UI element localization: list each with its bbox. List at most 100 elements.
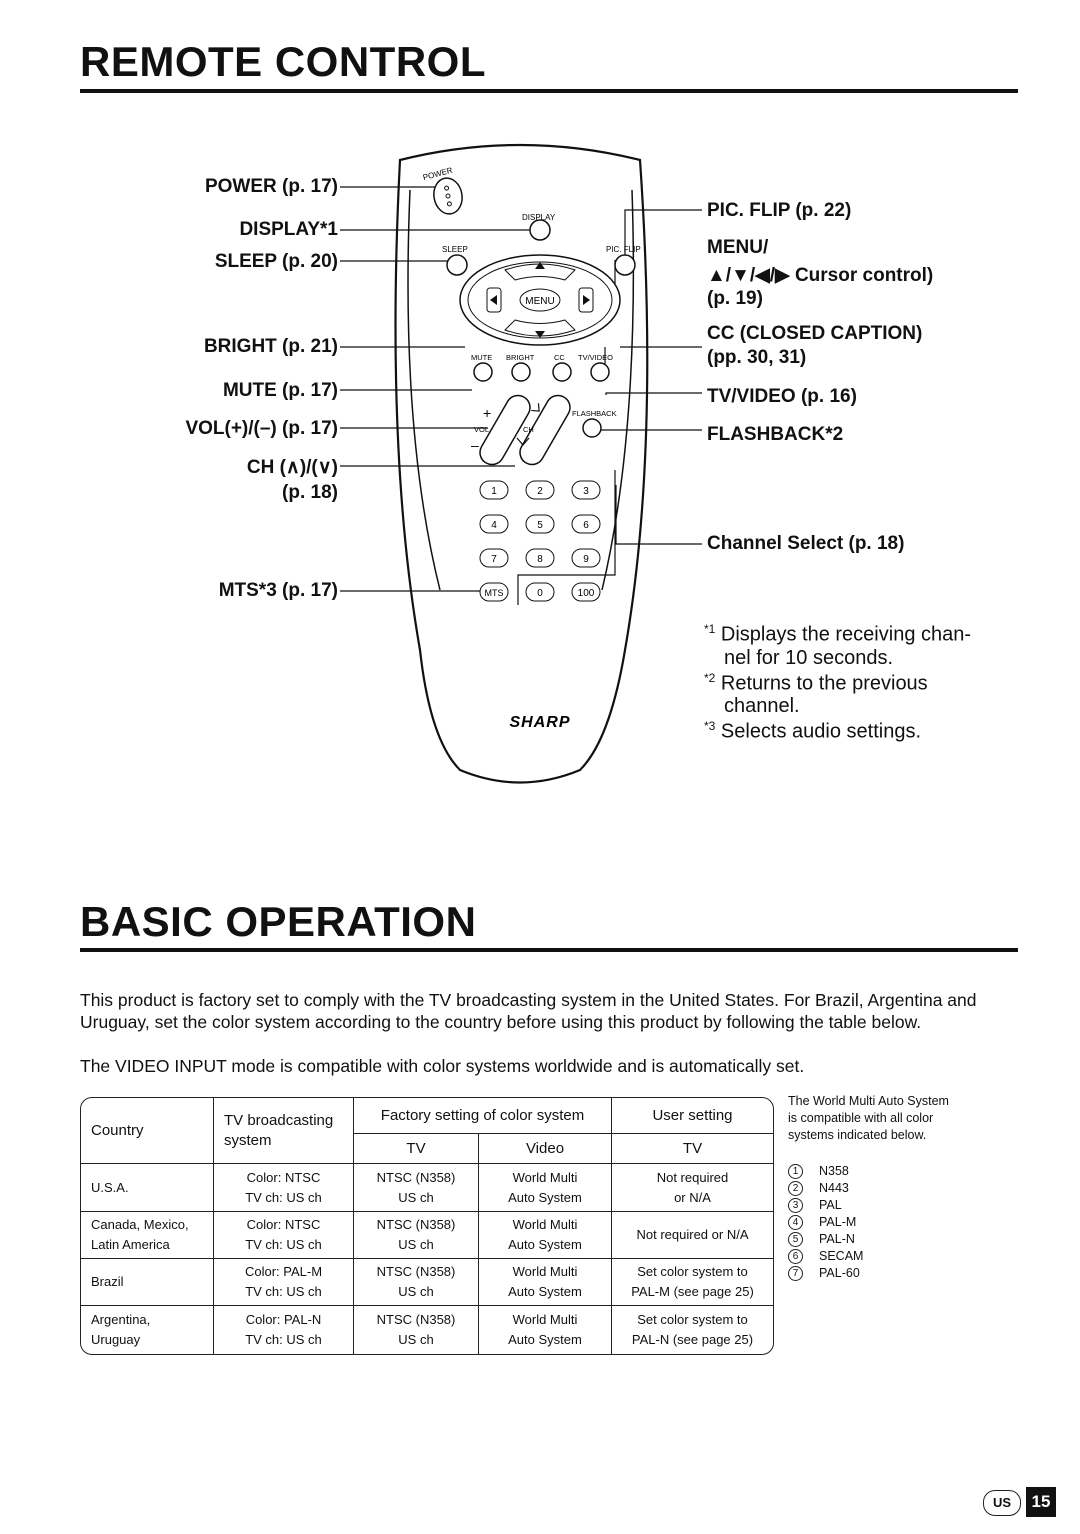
label-channel-select: Channel Select (p. 18): [707, 533, 905, 554]
vol-plus-text: +: [483, 405, 491, 421]
world-multi-note: The World Multi Auto System is compatibl…: [788, 1094, 949, 1142]
page-number: 15: [1026, 1487, 1056, 1517]
sleep-text: SLEEP: [442, 245, 468, 254]
key-9: 9: [583, 554, 589, 565]
key-4: 4: [491, 520, 497, 531]
tvvideo-button: [590, 362, 610, 382]
key-5: 5: [537, 520, 543, 531]
key-2: 2: [537, 486, 543, 497]
label-cursor-page: (p. 19): [707, 288, 763, 309]
label-flashback: FLASHBACK*2: [707, 424, 844, 445]
power-button: [433, 177, 463, 215]
label-ch: CH (∧)/(∨): [246, 457, 338, 478]
label-sleep: SLEEP (p. 20): [214, 251, 338, 272]
footnote-1: *1 Displays the receiving chan-: [704, 622, 972, 646]
key-3: 3: [583, 486, 589, 497]
remote-control-illustration: POWER DISPLAY SLEEP PIC. FLIP MENU MUTE …: [340, 143, 702, 784]
label-ch-page: (p. 18): [282, 482, 338, 503]
header-video: Video: [479, 1134, 612, 1164]
key-1: 1: [491, 486, 497, 497]
cursor-up-button: [504, 263, 576, 281]
label-cc: CC (CLOSED CAPTION): [707, 323, 923, 344]
display-text: DISPLAY: [522, 213, 556, 222]
bright-text: BRIGHT: [506, 353, 535, 362]
label-cursor: ▲/▼/◀/▶ Cursor control): [707, 265, 934, 286]
label-cc-page: (pp. 30, 31): [707, 347, 807, 368]
cursor-down-button: [504, 319, 576, 337]
ch-down-mark: [516, 437, 530, 446]
ch-rocker: [519, 394, 571, 466]
key-7: 7: [491, 554, 497, 565]
footnote-1-cont: nel for 10 seconds.: [724, 647, 893, 669]
key-6: 6: [583, 520, 589, 531]
region-badge: US: [983, 1490, 1021, 1516]
mute-text: MUTE: [471, 353, 492, 362]
label-tvvideo: TV/VIDEO (p. 16): [707, 386, 857, 407]
color-system-table: Country TV broadcasting system Factory s…: [80, 1097, 774, 1355]
ch-up-mark: [531, 403, 540, 412]
tvvideo-text: TV/VIDEO: [578, 353, 613, 362]
vol-minus-text: –: [471, 437, 479, 453]
menu-button: [519, 288, 561, 312]
cc-text: CC: [554, 353, 565, 362]
label-display: DISPLAY*1: [239, 219, 338, 240]
footnote-2-cont: channel.: [724, 695, 800, 717]
video-input-paragraph: The VIDEO INPUT mode is compatible with …: [80, 1056, 805, 1076]
sleep-button: [446, 254, 468, 276]
header-country: Country: [81, 1098, 214, 1164]
label-mute: MUTE (p. 17): [222, 380, 338, 401]
picflip-button: [614, 254, 636, 276]
sharp-logo: SHARP: [509, 714, 570, 731]
key-8: 8: [537, 554, 543, 565]
cc-button: [552, 362, 572, 382]
remote-control-heading: REMOTE CONTROL: [80, 38, 486, 85]
vol-rocker: [479, 394, 531, 466]
key-0: 0: [537, 588, 543, 599]
header-user-tv: TV: [612, 1134, 773, 1164]
menu-text: MENU: [525, 296, 554, 307]
footnote-3: *3 Selects audio settings.: [704, 719, 922, 743]
label-bright: BRIGHT (p. 21): [203, 336, 338, 357]
label-power: POWER (p. 17): [204, 176, 338, 197]
label-mts: MTS*3 (p. 17): [218, 580, 338, 601]
remote-side-right: [601, 189, 635, 591]
header-factory: Factory setting of color system: [354, 1098, 612, 1134]
channel-select-bracket: [517, 470, 616, 605]
key-mts: MTS: [485, 588, 504, 598]
key-100: 100: [578, 588, 595, 599]
bright-button: [511, 362, 531, 382]
table-row: Canada, Mexico,Latin America Color: NTSC…: [81, 1212, 773, 1259]
basic-operation-heading: BASIC OPERATION: [80, 898, 477, 945]
display-button: [529, 219, 551, 241]
number-keypad: 1 2 3 4 5 6 7 8 9 MTS 0 100: [479, 480, 601, 602]
mute-button: [473, 362, 493, 382]
flashback-button: [582, 418, 602, 438]
picflip-text: PIC. FLIP: [606, 245, 641, 254]
remote-body: [394, 143, 649, 784]
heading-rule: [80, 89, 1018, 93]
label-picflip: PIC. FLIP (p. 22): [707, 200, 852, 221]
header-user: User setting: [612, 1098, 773, 1134]
flashback-text: FLASHBACK: [572, 409, 617, 418]
leader-lines-left: [340, 186, 530, 592]
heading-rule-2: [80, 948, 1018, 952]
header-broadcasting: TV broadcasting system: [214, 1098, 354, 1164]
label-vol: VOL(+)/(–) (p. 17): [185, 418, 338, 439]
header-tv: TV: [354, 1134, 479, 1164]
ch-text: CH: [523, 425, 534, 434]
footnote-2: *2 Returns to the previous: [704, 671, 928, 695]
remote-side-left: [407, 189, 441, 591]
intro-paragraph: This product is factory set to comply wi…: [80, 990, 977, 1032]
vol-text: VOL: [474, 425, 489, 434]
